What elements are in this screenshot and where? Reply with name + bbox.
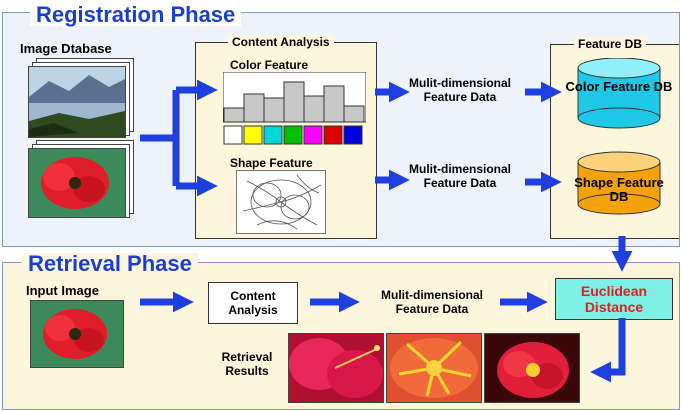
retrieval-content-analysis-box: Content Analysis <box>208 282 298 324</box>
color-swatch <box>243 125 263 145</box>
color-swatch <box>223 125 243 145</box>
result-image-2 <box>386 333 482 403</box>
shape-db-label: Shape Feature DB <box>574 175 664 204</box>
color-db-cylinder <box>577 58 661 129</box>
color-swatch <box>343 125 363 145</box>
color-swatch <box>283 125 303 145</box>
shape-db-cylinder <box>577 151 661 215</box>
feature-data-color-label: Mulit-dimensional Feature Data <box>409 76 511 104</box>
color-swatch <box>263 125 283 145</box>
image-database-label: Image Dtabase <box>20 41 112 56</box>
euclidean-to-results-arrow <box>590 318 626 383</box>
db-cylinders <box>577 58 661 215</box>
retrieval-phase-title: Retrieval Phase <box>22 253 198 275</box>
color-feature-label: Color Feature <box>230 58 309 72</box>
color-swatch <box>303 125 323 145</box>
result-image-1 <box>288 333 384 403</box>
registration-phase-title: Registration Phase <box>30 4 242 26</box>
poppy-image <box>28 148 126 218</box>
shape-sketch-image <box>236 170 326 234</box>
retrieval-feature-data-label: Mulit-dimensional Feature Data <box>381 288 483 316</box>
color-swatch <box>323 125 343 145</box>
input-image <box>30 300 124 368</box>
retrieval-results-label: Retrieval Results <box>221 350 273 378</box>
shape-feature-label: Shape Feature <box>230 156 313 170</box>
histogram-bar <box>343 105 365 123</box>
color-db-label: Color Feature DB <box>565 79 673 94</box>
result-image-3 <box>484 333 580 403</box>
feature-data-shape-label: Mulit-dimensional Feature Data <box>409 162 511 190</box>
euclidean-distance-box: Euclidean Distance <box>555 278 673 320</box>
histogram-bar <box>323 85 345 123</box>
lake-image <box>28 66 126 138</box>
content-analysis-title: Content Analysis <box>228 35 334 49</box>
input-image-label: Input Image <box>26 283 99 298</box>
color-histogram <box>223 72 366 145</box>
feature-db-title: Feature DB <box>574 37 647 51</box>
